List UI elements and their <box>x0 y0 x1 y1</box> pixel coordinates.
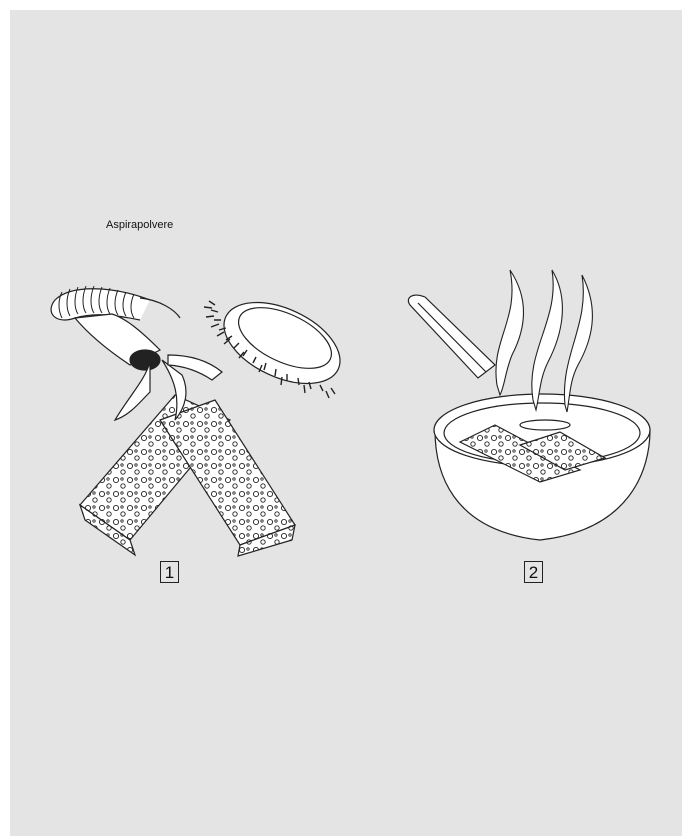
sponge-icon <box>80 355 295 556</box>
step-number-1: 1 <box>160 561 179 583</box>
vacuum-hose-icon <box>51 286 180 370</box>
brush-icon <box>204 286 353 400</box>
step-number-2: 2 <box>524 561 543 583</box>
pot-icon <box>408 295 650 540</box>
steam-icon <box>496 270 592 412</box>
